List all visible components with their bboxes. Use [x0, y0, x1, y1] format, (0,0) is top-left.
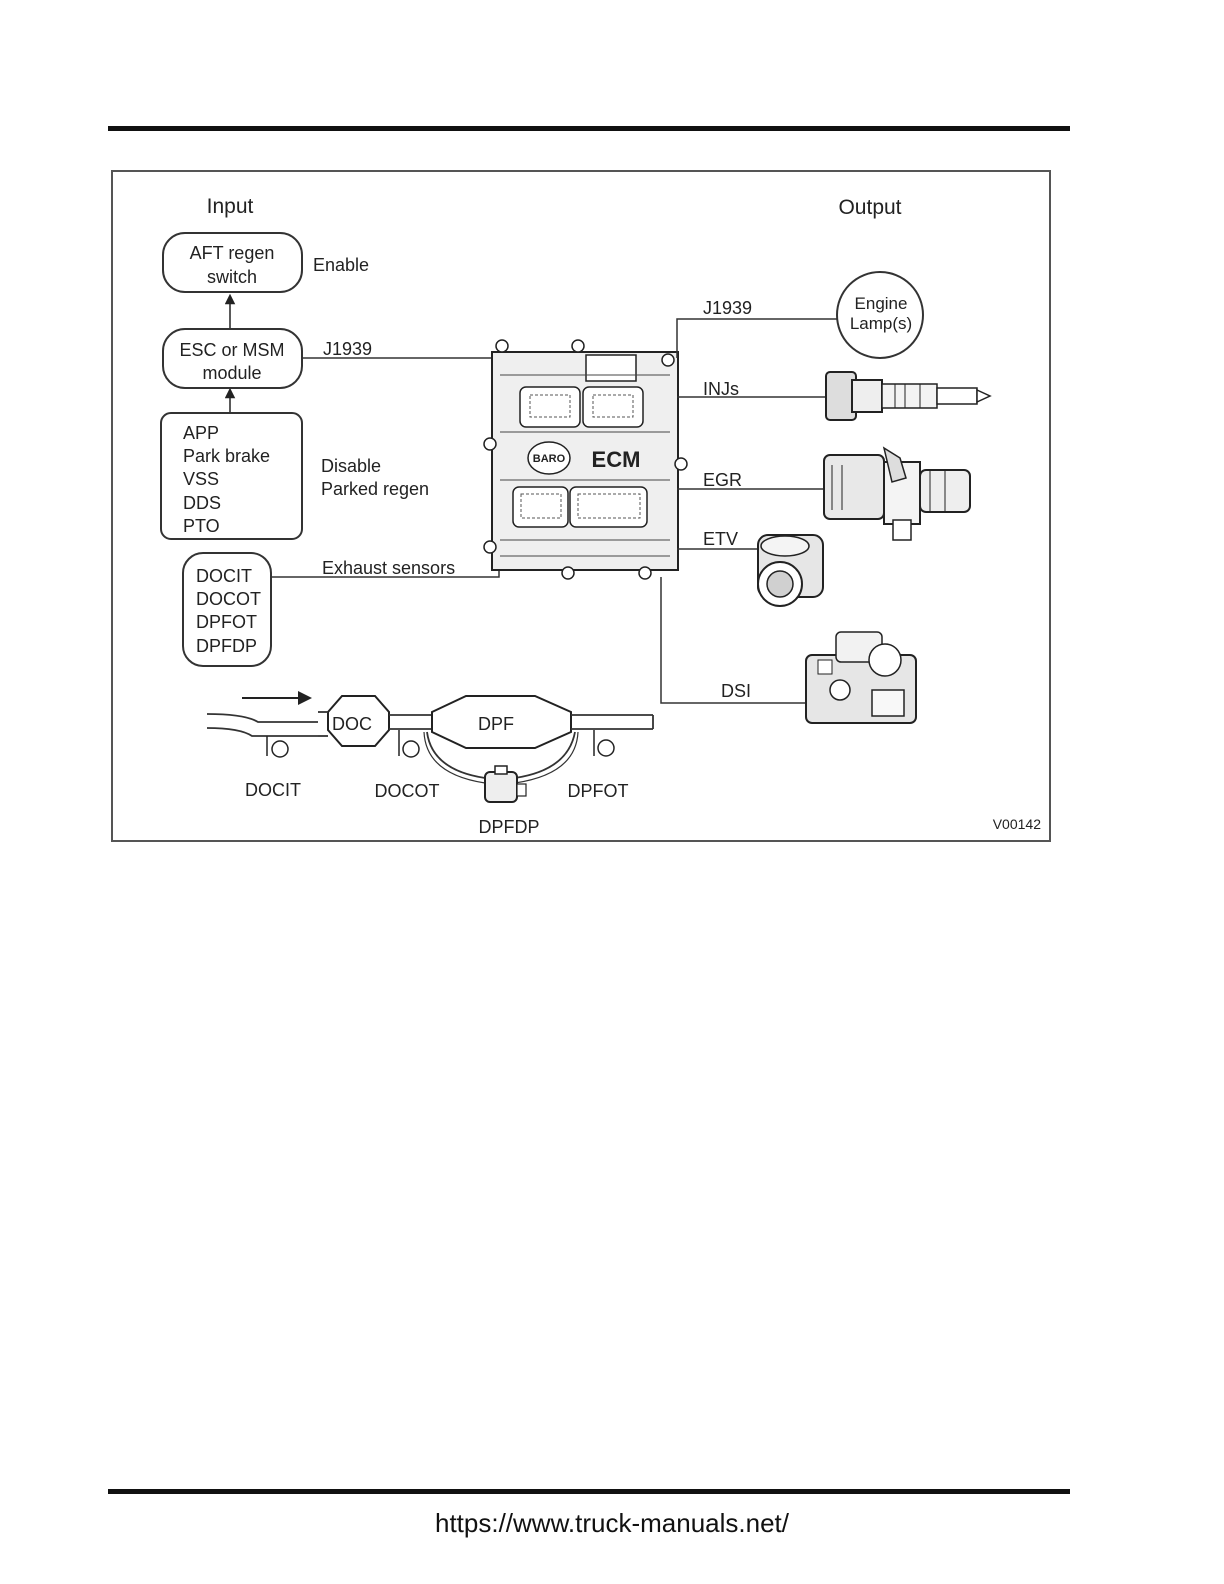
docot-sensor-label: DOCOT [375, 781, 440, 801]
docit-sensor-label: DOCIT [245, 780, 301, 800]
exhaust-item-dpfdp: DPFDP [196, 636, 257, 656]
dsi-valve-icon [806, 632, 916, 723]
dpf-label: DPF [478, 714, 514, 734]
disable-item-pto: PTO [183, 516, 220, 536]
aft-regen-switch-line1: AFT regen [190, 243, 275, 263]
j1939-input-label: J1939 [323, 339, 372, 359]
footer-url[interactable]: https://www.truck-manuals.net/ [0, 1508, 1224, 1539]
exhaust-item-docot: DOCOT [196, 589, 261, 609]
disable-label-line2: Parked regen [321, 479, 429, 499]
aft-regen-switch-box: AFT regen switch [163, 233, 302, 292]
etv-valve-icon [758, 535, 823, 606]
j1939-output-wire [677, 319, 838, 358]
docot-sensor [399, 730, 419, 757]
esc-msm-module-box: ESC or MSM module [163, 329, 302, 388]
ecm-module: BARO ECM [484, 340, 687, 579]
exhaust-sensors-box: DOCIT DOCOT DPFOT DPFDP [183, 553, 271, 666]
esc-msm-line1: ESC or MSM [179, 340, 284, 360]
dpfot-sensor-label: DPFOT [568, 781, 629, 801]
egr-label: EGR [703, 470, 742, 490]
figure-id: V00142 [993, 816, 1041, 832]
exhaust-sensors-label: Exhaust sensors [322, 558, 455, 578]
output-heading: Output [838, 196, 901, 219]
engine-lamps-line2: Lamp(s) [850, 314, 912, 333]
docit-sensor [267, 736, 288, 757]
dpfdp-sensor [485, 772, 517, 802]
dsi-label: DSI [721, 681, 751, 701]
enable-label: Enable [313, 255, 369, 275]
footer-rule [108, 1489, 1070, 1494]
etv-label: ETV [703, 529, 738, 549]
injector-icon [826, 372, 990, 420]
disable-item-vss: VSS [183, 469, 219, 489]
egr-valve-icon [824, 448, 970, 540]
disable-inputs-box: APP Park brake VSS DDS PTO [161, 413, 302, 539]
exhaust-item-docit: DOCIT [196, 566, 252, 586]
ecm-logo: BARO [533, 453, 566, 465]
aft-regen-switch-line2: switch [207, 267, 257, 287]
esc-msm-line2: module [202, 363, 261, 383]
dpfdp-sensor-label: DPFDP [478, 817, 539, 837]
engine-lamps-line1: Engine [855, 294, 908, 313]
disable-item-park-brake: Park brake [183, 446, 270, 466]
dpfot-sensor [594, 730, 614, 756]
doc-label: DOC [332, 714, 372, 734]
j1939-output-label: J1939 [703, 298, 752, 318]
input-heading: Input [207, 195, 254, 218]
ecm-label: ECM [592, 447, 641, 472]
disable-item-app: APP [183, 423, 219, 443]
exhaust-item-dpfot: DPFOT [196, 612, 257, 632]
injectors-label: INJs [703, 379, 739, 399]
disable-label-line1: Disable [321, 456, 381, 476]
engine-lamps-circle: Engine Lamp(s) [837, 272, 923, 358]
disable-item-dds: DDS [183, 493, 221, 513]
